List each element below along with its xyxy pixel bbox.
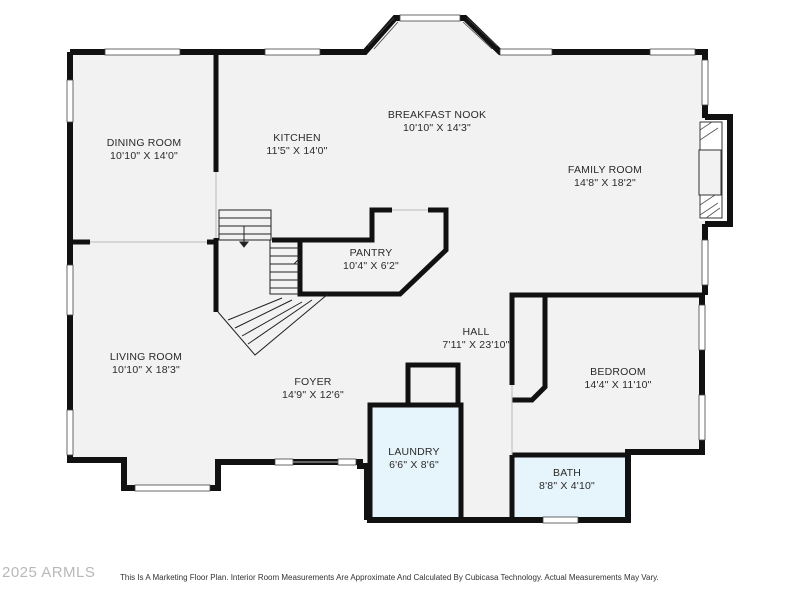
bath-name: BATH [553, 467, 581, 479]
living-room-name: LIVING ROOM [110, 351, 182, 363]
dining-room-name: DINING ROOM [107, 137, 182, 149]
living-room-dims: 10'10" X 18'3" [112, 364, 180, 376]
floor-area [70, 18, 705, 520]
breakfast-nook-dims: 10'10" X 14'3" [403, 122, 471, 134]
room-labels: BREAKFAST NOOK 10'10" X 14'3" KITCHEN 11… [107, 109, 652, 492]
foyer-name: FOYER [294, 376, 331, 388]
pantry-dims: 10'4" X 6'2" [343, 260, 399, 272]
hall-name: HALL [462, 326, 489, 338]
bay-window-frames [367, 17, 498, 50]
interior-walls [70, 55, 702, 520]
foyer-dims: 14'9" X 12'6" [282, 389, 344, 401]
family-room-dims: 14'8" X 18'2" [574, 177, 636, 189]
bath-dims: 8'8" X 4'10" [539, 480, 595, 492]
laundry-floor [370, 405, 461, 520]
fireplace [698, 114, 733, 227]
laundry-dims: 6'6" X 8'6" [389, 459, 439, 471]
laundry-name: LAUNDRY [388, 446, 439, 458]
disclaimer-text: This Is A Marketing Floor Plan. Interior… [120, 573, 659, 582]
footer: 2025 ARMLS This Is A Marketing Floor Pla… [0, 564, 800, 588]
staircase [217, 209, 329, 356]
copyright-watermark: 2025 ARMLS [2, 564, 96, 581]
pantry-name: PANTRY [350, 247, 393, 259]
hall-dims: 7'11" X 23'10" [442, 339, 509, 351]
door-openings [90, 172, 513, 463]
dining-room-dims: 10'10" X 14'0" [110, 150, 178, 162]
bath-floor [512, 455, 628, 520]
bedroom-dims: 14'4" X 11'10" [584, 379, 651, 391]
family-room-name: FAMILY ROOM [568, 164, 642, 176]
breakfast-nook-name: BREAKFAST NOOK [388, 109, 486, 121]
windows [66, 14, 709, 524]
bedroom-name: BEDROOM [590, 366, 646, 378]
kitchen-dims: 11'5" X 14'0" [266, 145, 327, 157]
kitchen-name: KITCHEN [273, 132, 321, 144]
